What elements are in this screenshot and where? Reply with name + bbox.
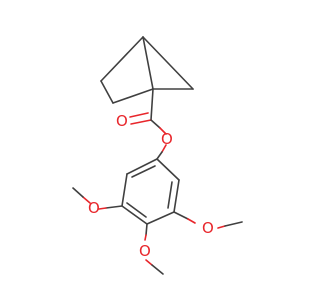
bond	[100, 36, 144, 82]
oxygen-label-methoxy-middle: O	[139, 242, 151, 260]
bond	[82, 196, 91, 204]
bond	[224, 221, 243, 227]
bond	[144, 234, 147, 241]
bond	[126, 202, 147, 218]
bond	[126, 158, 158, 175]
bond	[161, 144, 167, 153]
bond	[98, 207, 107, 210]
methoxy-left	[72, 187, 123, 210]
molecule-structure: O O O O O	[72, 36, 243, 275]
methoxy-middle	[144, 223, 164, 275]
bond	[173, 211, 189, 220]
bond	[159, 127, 167, 135]
oxygen-label-ester: O	[161, 130, 173, 148]
bond	[217, 225, 226, 229]
bond	[151, 264, 164, 275]
benzene-ring	[121, 158, 180, 225]
bond	[130, 119, 152, 125]
bond	[105, 205, 123, 209]
oxygen-label-methoxy-right: O	[202, 219, 214, 237]
bond	[129, 112, 149, 118]
ester-group	[129, 112, 167, 160]
bond	[146, 211, 175, 225]
bond	[121, 205, 148, 225]
methoxy-right	[173, 211, 243, 229]
bond	[142, 36, 194, 90]
atom-labels: O O O O O	[88, 112, 214, 260]
bond	[72, 187, 84, 198]
bond	[187, 218, 196, 224]
oxygen-label-methoxy-left: O	[88, 199, 100, 217]
bond	[156, 158, 180, 181]
bond	[150, 119, 161, 129]
bicyclic-cage	[100, 36, 194, 121]
bond	[173, 179, 180, 213]
structure-canvas: O O O O O	[72, 36, 243, 275]
bond	[131, 165, 156, 178]
bond	[150, 88, 154, 121]
bond	[145, 223, 148, 236]
bond	[167, 181, 173, 209]
oxygen-label-carbonyl: O	[116, 112, 128, 130]
bond	[156, 151, 163, 160]
bond	[112, 88, 154, 104]
bond	[121, 173, 128, 207]
bond	[100, 80, 114, 104]
bond	[145, 259, 153, 266]
bond	[142, 36, 154, 90]
